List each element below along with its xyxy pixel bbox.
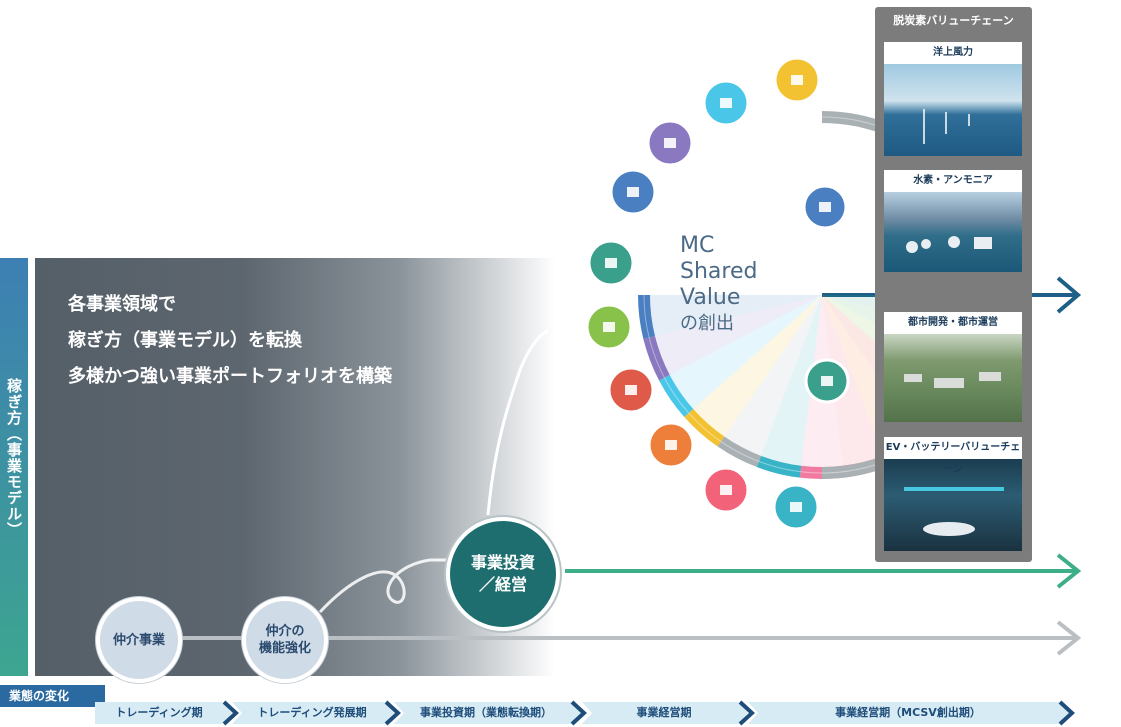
sector-icon-glyph-11 <box>821 376 833 386</box>
wedge-9 <box>693 295 822 437</box>
sector-icon-glyph-3 <box>627 187 639 197</box>
ring-segment-7 <box>756 455 802 478</box>
headline-line-3: 多様かつ強い事業ポートフォリオを構築 <box>68 366 392 387</box>
card-label: 水素・アンモニア <box>913 175 993 186</box>
mc-line-1: MC <box>680 233 715 258</box>
sector-icon-glyph-6 <box>625 385 637 395</box>
phase-trading-development: トレーディング発展期 <box>257 706 367 719</box>
card-ev-battery: EV・バッテリーバリューチェーン <box>884 437 1022 551</box>
card-hydrogen-ammonia: 水素・アンモニア <box>884 170 1022 272</box>
node-brokerage: 仲介事業 <box>96 597 182 683</box>
wedge-11 <box>654 295 822 375</box>
card-label: 洋上風力 <box>933 47 973 58</box>
sector-icon-glyph-7 <box>665 440 677 450</box>
node-business-investment: 事業投資 ／経営 <box>446 517 560 631</box>
sector-icon-glyph-10 <box>819 202 831 212</box>
blue-arrow-head <box>1056 276 1082 314</box>
card-offshore-wind: 洋上風力 <box>884 42 1022 156</box>
phase-management: 事業経営期 <box>636 706 692 719</box>
node2-line-2: 機能強化 <box>258 641 311 656</box>
green-arrow-head <box>1056 553 1082 589</box>
card-label: 都市開発・都市運営 <box>908 317 998 328</box>
ring-segment-8 <box>717 436 762 468</box>
mc-shared-value-text: MC Shared Value の創出 <box>680 233 757 337</box>
sector-icon-glyph-9 <box>790 502 802 512</box>
phase-mcsv: 事業経営期（MCSV創出期） <box>835 706 981 719</box>
wedge-5 <box>822 295 883 466</box>
ring-segment-11 <box>643 336 670 381</box>
ring-segment-12 <box>638 295 655 340</box>
node-brokerage-label: 仲介事業 <box>112 632 165 648</box>
value-chain-title: 脱炭素バリューチェーン <box>893 14 1014 27</box>
mc-line-4: の創出 <box>680 313 734 334</box>
rise-connector <box>486 328 549 516</box>
sector-icon-glyph-2 <box>664 138 676 148</box>
mc-line-2: Shared <box>680 259 758 284</box>
phase-change-label: 業態の変化 <box>0 685 105 707</box>
offshore-wind-image <box>884 64 1022 156</box>
ev-image <box>884 459 1022 551</box>
mc-line-3: Value <box>680 285 741 310</box>
urban-image <box>884 334 1022 422</box>
phase-trading: トレーディング期 <box>115 706 203 719</box>
node3-line-1: 事業投資 <box>470 553 535 572</box>
wedge-12 <box>650 295 822 337</box>
node-brokerage-enhanced: 仲介の機能強化 <box>242 597 328 683</box>
sector-icon-glyph-4 <box>605 258 617 268</box>
wedge-8 <box>724 295 822 456</box>
ring-segment-10 <box>659 374 694 418</box>
headline-line-1: 各事業領域で <box>68 294 176 315</box>
gray-arrow-head <box>1056 620 1082 656</box>
wedge-7 <box>761 295 822 466</box>
sector-icon-glyph-5 <box>603 322 615 332</box>
node2-line-1: 仲介の <box>265 624 305 639</box>
satellite-icons <box>585 56 850 531</box>
y-axis-label-bar: 稼ぎ方（事業モデル） <box>0 258 28 676</box>
y-axis-label: 稼ぎ方（事業モデル） <box>5 378 23 538</box>
headline-line-2: 稼ぎ方（事業モデル）を転換 <box>68 330 302 351</box>
phase-investment: 事業投資期（業態転換期） <box>420 706 552 719</box>
loop-connector <box>318 558 452 614</box>
wedge-10 <box>669 295 822 410</box>
sector-icon-glyph-8 <box>720 485 732 495</box>
card-urban-development: 都市開発・都市運営 <box>884 312 1022 422</box>
sector-icon-glyph-0 <box>791 75 803 85</box>
hydrogen-image <box>884 192 1022 272</box>
ring-segment-9 <box>684 409 725 447</box>
sector-icon-glyph-1 <box>720 98 732 108</box>
node3-line-2: ／経営 <box>478 575 527 594</box>
